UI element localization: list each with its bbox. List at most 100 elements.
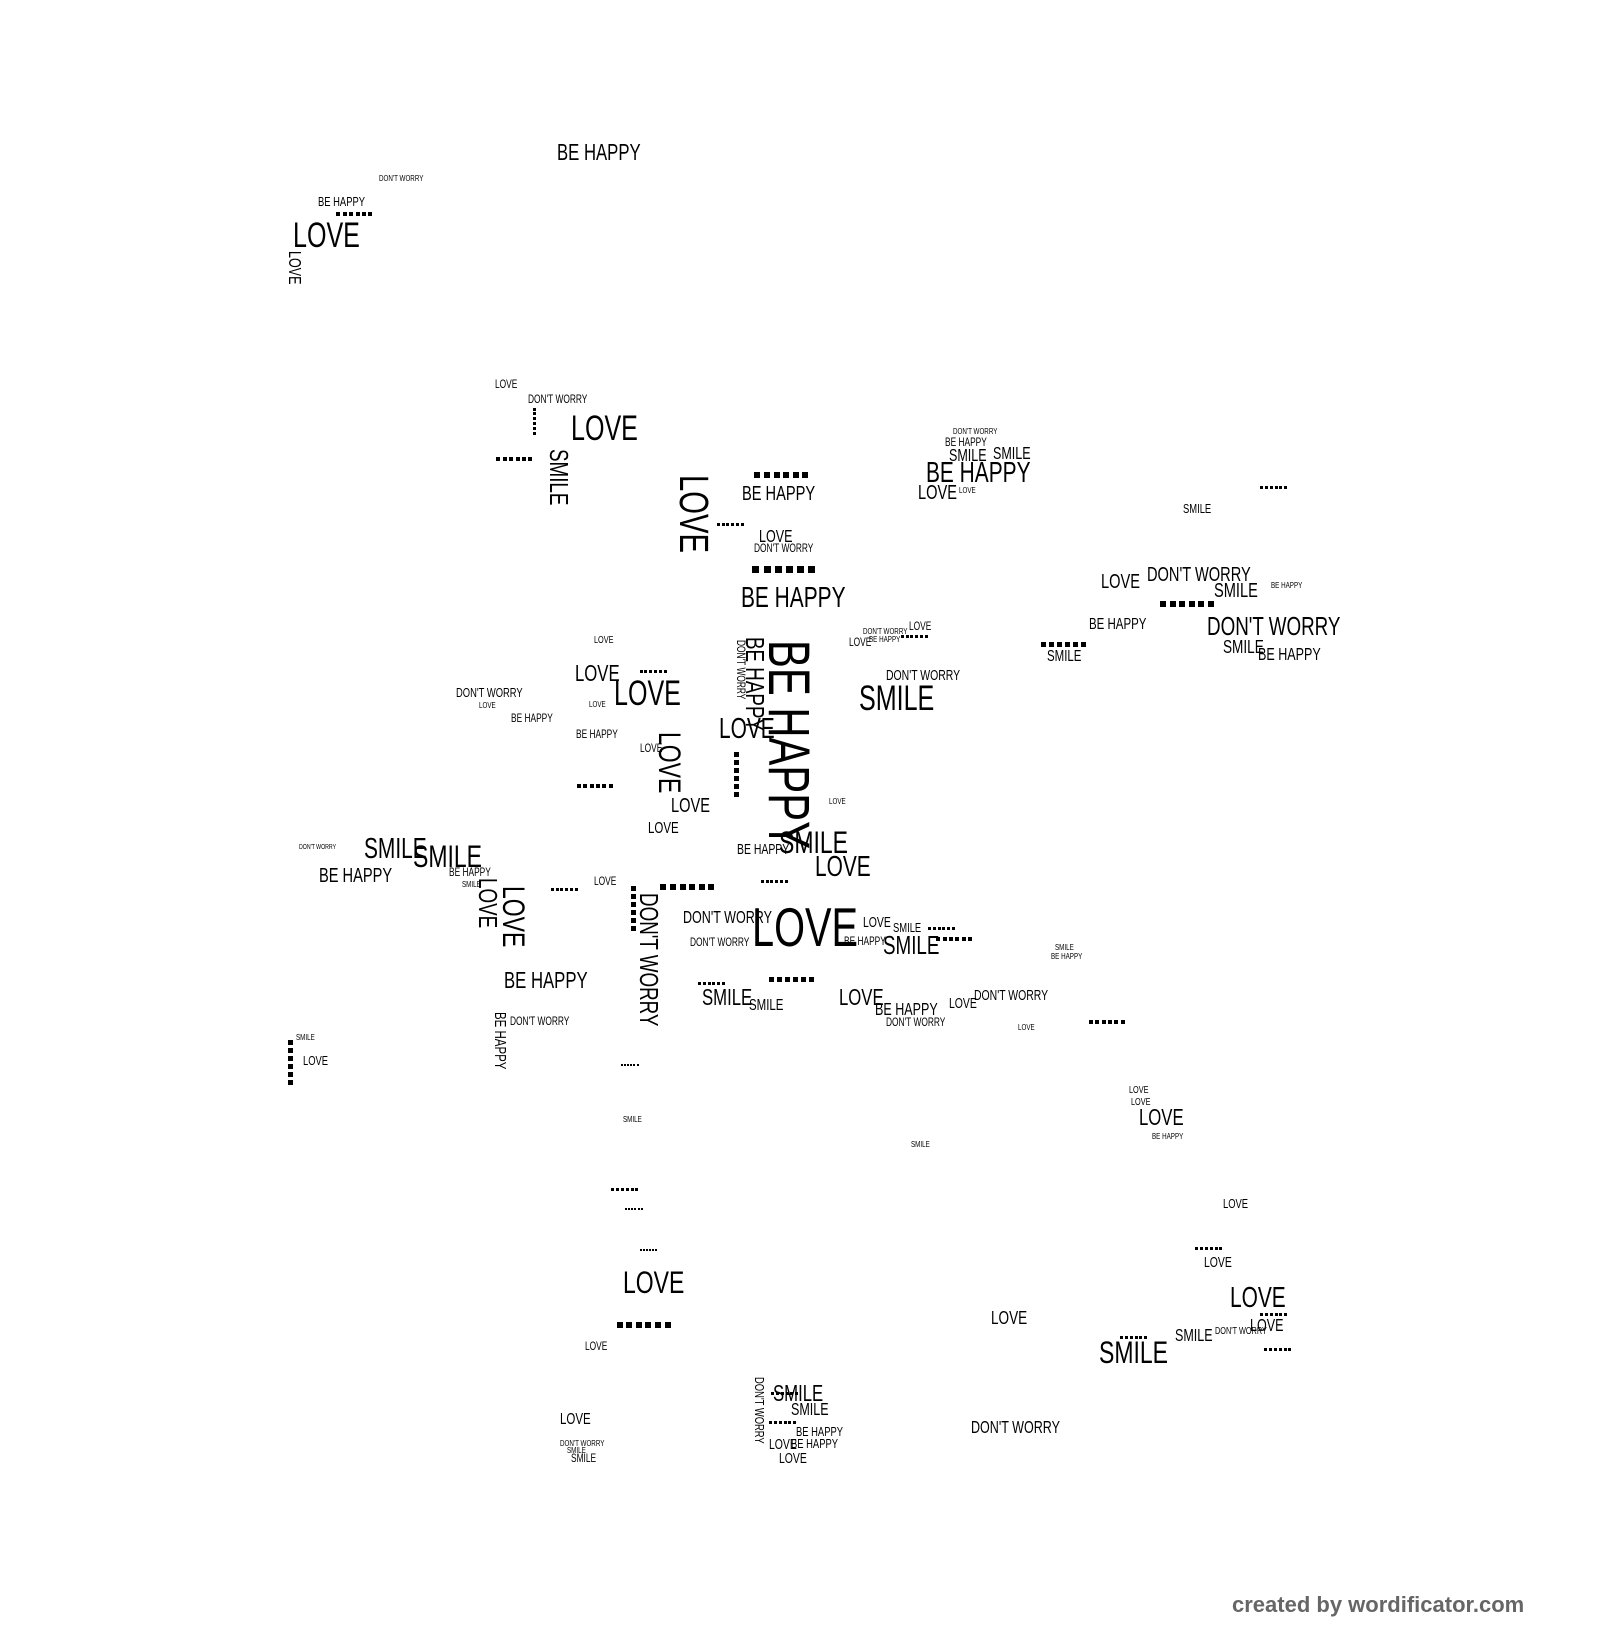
word-don-t-worry: DON'T WORRY	[1206, 611, 1341, 642]
word-be-happy: BE HAPPY	[449, 865, 492, 879]
word-be-happy: BE HAPPY	[736, 841, 789, 858]
word-be-happy: BE HAPPY	[944, 436, 987, 450]
word-be-happy: BE HAPPY	[1270, 579, 1303, 590]
word-smile: SMILE	[1055, 941, 1075, 952]
word-love: LOVE	[828, 796, 846, 807]
word-love: LOVE	[909, 620, 932, 634]
word-don-t-worry: DON'T WORRY	[633, 893, 664, 1027]
word-don-t-worry: DON'T WORRY	[298, 842, 336, 852]
word-don-t-worry: DON'T WORRY	[560, 1437, 605, 1448]
word-love: LOVE	[670, 794, 710, 817]
word-be-happy: BE HAPPY	[503, 966, 588, 993]
dot-run	[900, 635, 928, 639]
word-love: LOVE	[292, 216, 360, 256]
dot-run	[616, 1321, 671, 1328]
word-be-happy: BE HAPPY	[317, 193, 365, 209]
dot-run	[769, 1421, 797, 1425]
word-don-t-worry: DON'T WORRY	[733, 639, 747, 699]
word-be-happy: BE HAPPY	[791, 1436, 839, 1452]
credit-text: created by wordificator.com	[1232, 1592, 1525, 1617]
word-be-happy: BE HAPPY	[796, 1423, 844, 1439]
dot-run	[631, 886, 637, 932]
word-smile: SMILE	[1182, 501, 1212, 517]
word-love: LOVE	[758, 525, 793, 546]
dot-run	[754, 472, 809, 479]
word-be-happy: BE HAPPY	[741, 483, 816, 506]
word-love: LOVE	[495, 377, 518, 391]
dot-run	[716, 522, 744, 526]
word-love: LOVE	[917, 482, 957, 505]
word-smile: SMILE	[622, 1113, 642, 1124]
dot-run	[1120, 1335, 1148, 1339]
word-be-happy: BE HAPPY	[874, 999, 938, 1019]
word-love: LOVE	[990, 1307, 1027, 1329]
word-be-happy: BE HAPPY	[556, 139, 641, 166]
dot-run	[1088, 1019, 1125, 1024]
word-don-t-worry: DON'T WORRY	[970, 1417, 1060, 1437]
word-smile: SMILE	[1099, 1333, 1169, 1370]
word-love: LOVE	[1222, 1195, 1248, 1211]
word-smile: SMILE	[773, 1379, 824, 1406]
dot-run	[550, 888, 578, 892]
word-love: LOVE	[1249, 1314, 1284, 1335]
word-love: LOVE	[285, 250, 306, 285]
word-love: LOVE	[1101, 571, 1141, 594]
word-love: LOVE	[1128, 1084, 1149, 1096]
word-love: LOVE	[948, 996, 977, 1013]
dot-run	[769, 977, 815, 983]
word-don-t-worry: DON'T WORRY	[379, 173, 424, 184]
word-don-t-worry: DON'T WORRY	[455, 684, 523, 700]
word-be-happy: BE HAPPY	[869, 634, 901, 645]
word-smile: SMILE	[295, 1032, 315, 1043]
word-love: LOVE	[769, 1437, 797, 1454]
dot-run	[639, 1248, 658, 1251]
word-smile: SMILE	[1174, 1325, 1213, 1346]
word-smile: SMILE	[570, 1452, 596, 1466]
dot-run	[576, 783, 613, 788]
word-love: LOVE	[589, 699, 607, 710]
word-don-t-worry: DON'T WORRY	[886, 1016, 946, 1030]
dot-run	[611, 1188, 639, 1192]
word-love: LOVE	[647, 820, 679, 838]
word-love: LOVE	[1017, 1022, 1035, 1032]
word-smile: SMILE	[749, 997, 784, 1015]
word-love: LOVE	[622, 1263, 685, 1300]
word-don-t-worry: DON'T WORRY	[683, 907, 773, 928]
word-be-happy: BE HAPPY	[318, 864, 392, 887]
word-love: LOVE	[959, 484, 976, 495]
word-be-happy: BE HAPPY	[1051, 950, 1083, 961]
word-smile: SMILE	[778, 823, 848, 860]
dot-run	[639, 669, 667, 673]
word-smile: SMILE	[992, 443, 1031, 464]
dot-run	[1260, 1312, 1288, 1316]
word-smile: SMILE	[858, 679, 935, 719]
word-love: LOVE	[670, 475, 717, 554]
dot-run	[660, 884, 715, 891]
word-don-t-worry: DON'T WORRY	[509, 1015, 570, 1029]
dot-run	[936, 937, 973, 942]
word-don-t-worry: DON'T WORRY	[527, 392, 588, 406]
dot-run	[1159, 600, 1214, 607]
word-smile: SMILE	[1214, 579, 1259, 602]
dot-run	[771, 1391, 799, 1395]
word-smile: SMILE	[702, 983, 753, 1010]
dot-run	[760, 879, 788, 883]
word-love: LOVE	[839, 983, 884, 1010]
word-love: LOVE	[585, 1340, 608, 1354]
word-smile: SMILE	[363, 833, 427, 866]
word-don-t-worry: DON'T WORRY	[1147, 563, 1252, 586]
dot-run	[620, 1063, 639, 1066]
word-be-happy: BE HAPPY	[1088, 615, 1147, 633]
word-love: LOVE	[778, 1450, 807, 1467]
word-don-t-worry: DON'T WORRY	[886, 668, 961, 685]
word-smile: SMILE	[791, 1399, 829, 1420]
dot-run	[532, 407, 536, 435]
dot-run	[698, 982, 726, 986]
word-love: LOVE	[1229, 1281, 1286, 1314]
word-be-happy: BE HAPPY	[1258, 643, 1321, 664]
word-smile: SMILE	[412, 838, 482, 875]
dot-run	[752, 566, 816, 574]
word-be-happy: BE HAPPY	[490, 1011, 508, 1070]
dot-run	[927, 926, 955, 930]
